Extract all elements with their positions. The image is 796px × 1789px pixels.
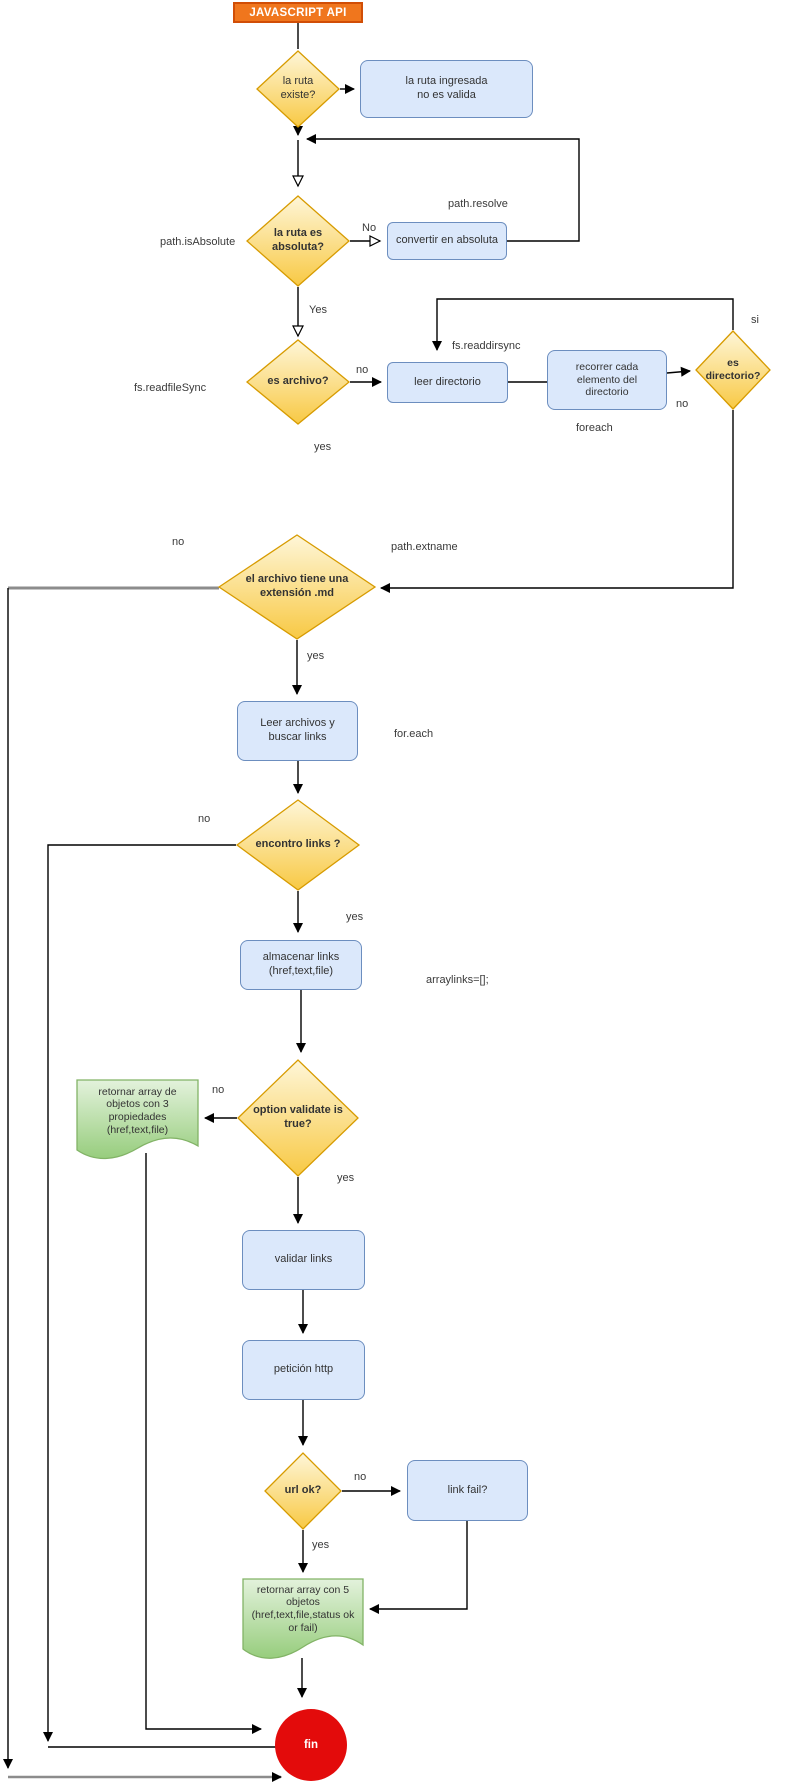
edge-label-no-archivo: no (356, 364, 369, 376)
decision-extension-md-label: el archivo tiene una extensión .md (245, 573, 349, 599)
decision-url-ok-label: url ok? (284, 1484, 322, 1497)
edge-label-foreach: foreach (576, 422, 613, 434)
edge-label-no-links: no (198, 813, 211, 825)
edge-label-no-url: no (354, 1471, 367, 1483)
edge-label-yes-validate: yes (337, 1172, 355, 1184)
document-retornar-5-label: retornar array con 5 objetos (href,text,… (251, 1583, 355, 1634)
edge-label-si-directorio: si (751, 314, 759, 326)
process-recorrer-directorio: recorrer cada elemento del directorio (547, 350, 667, 410)
process-ruta-no-valida: la ruta ingresada no es valida (360, 60, 533, 118)
edge-es-directorio-si-loop (432, 298, 734, 351)
edge-linkfail-to-retornar5 (369, 1521, 468, 1614)
edge-label-fs-readdirsync: fs.readdirsync (452, 340, 521, 352)
process-peticion-http: petición http (242, 1340, 365, 1400)
document-retornar-5-shape (242, 1578, 364, 1659)
process-leer-archivos: Leer archivos y buscar links (237, 701, 358, 761)
process-almacenar-links: almacenar links (href,text,file) (240, 940, 362, 990)
edge-label-no-extension: no (172, 536, 185, 548)
decision-es-directorio-shape (695, 330, 771, 410)
edge-label-arraylinks: arraylinks=[]; (426, 974, 489, 986)
process-leer-directorio: leer directorio (387, 362, 508, 403)
edge-label-path-isabsolute: path.isAbsolute (160, 236, 236, 248)
edge-label-yes-url: yes (312, 1539, 330, 1551)
decision-ruta-existe-shape (256, 50, 340, 128)
document-retornar-3-label: retornar array de objetos con 3 propieda… (98, 1085, 177, 1136)
edge-retornar3-to-fin (145, 1153, 262, 1734)
document-retornar-3-shape (76, 1079, 199, 1160)
edge-label-no-absoluta: No (362, 222, 377, 234)
edge-label-yes-extension: yes (307, 650, 325, 662)
edge-label-path-resolve: path.resolve (448, 198, 508, 210)
edge-label-fs-readfilesync: fs.readfileSync (134, 382, 207, 394)
decision-option-validate-label: option validate is true? (253, 1104, 343, 1130)
edge-es-directorio-no (380, 410, 734, 593)
edge-recorrer-to-es-directorio (666, 366, 691, 377)
edge-encontro-no (43, 844, 236, 1742)
decision-encontro-links-shape (235, 799, 361, 891)
decision-ruta-absoluta-shape (246, 195, 350, 287)
flowchart-title: JAVASCRIPT API (233, 2, 363, 23)
decision-es-archivo-shape (245, 339, 351, 425)
terminator-fin: fin (275, 1709, 347, 1781)
process-link-fail: link fail? (407, 1460, 528, 1521)
decision-extension-md-shape (217, 534, 377, 640)
decision-es-directorio-label: es directorio? (705, 357, 761, 382)
edge-label-yes-archivo: yes (314, 441, 332, 453)
decision-ruta-absoluta-label: la ruta es absoluta? (272, 227, 324, 253)
edge-label-no-validate: no (212, 1084, 225, 1096)
decision-option-validate-shape (237, 1059, 359, 1177)
edge-convertir-loop-back (306, 134, 580, 242)
decision-es-archivo-label: es archivo? (267, 375, 329, 388)
edge-label-yes-absoluta: Yes (309, 304, 327, 316)
edge-label-for-each: for.each (394, 728, 434, 740)
edge-label-path-extname: path.extname (391, 541, 458, 553)
decision-ruta-existe-label: la ruta existe? (280, 75, 316, 101)
decision-url-ok-shape (264, 1452, 342, 1530)
decision-encontro-links-label: encontro links ? (255, 838, 341, 851)
process-validar-links: validar links (242, 1230, 365, 1290)
edge-label-no-directorio: no (676, 398, 689, 410)
edge-label-yes-links: yes (346, 911, 364, 923)
process-convertir-absoluta: convertir en absoluta (387, 222, 507, 260)
